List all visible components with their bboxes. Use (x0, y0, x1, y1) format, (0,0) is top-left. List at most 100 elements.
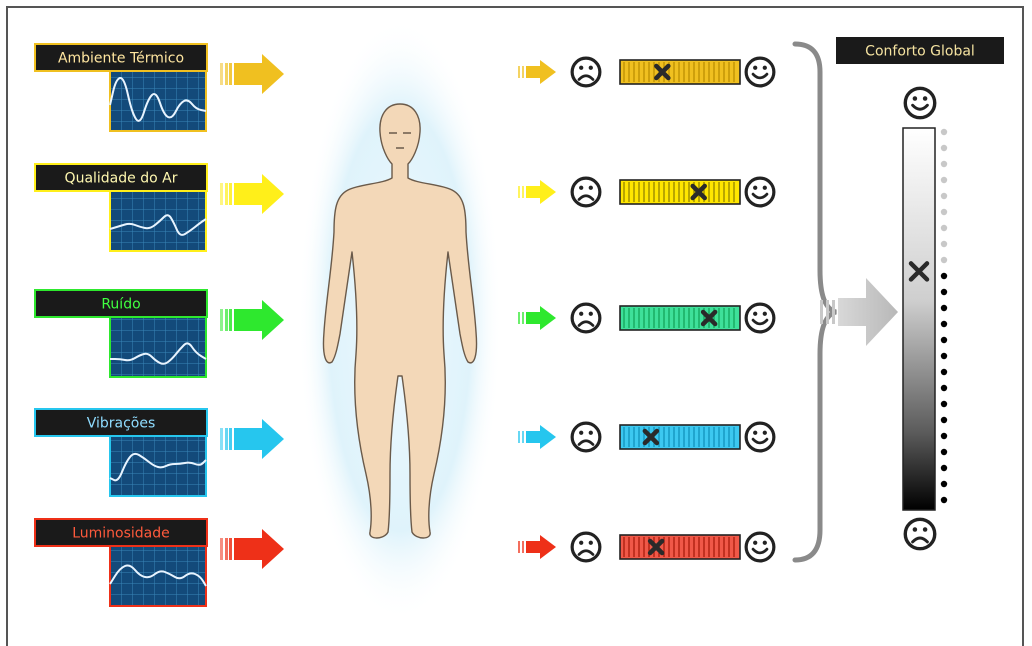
scale-dot (941, 481, 947, 487)
global-label: Conforto Global (865, 44, 975, 60)
output-arrow (518, 60, 556, 84)
scale-dot (941, 353, 947, 359)
scale-dot (941, 417, 947, 423)
arrow-head (526, 180, 556, 204)
arrow-stripe (220, 183, 223, 205)
arrow-stripe (229, 428, 232, 450)
arrow-stripe (522, 186, 524, 198)
scale-dot (941, 129, 947, 135)
output-arrow (518, 180, 556, 204)
scale-dot (941, 225, 947, 231)
arrow-stripe (220, 309, 223, 331)
scale-dot (941, 289, 947, 295)
arrow-stripe (220, 538, 223, 560)
happy-face-icon (746, 533, 774, 561)
arrow-stripe (522, 431, 524, 443)
arrow-stripe (518, 431, 520, 443)
input-arrow (220, 300, 284, 340)
output-arrow (518, 425, 556, 449)
happy-face-icon (746, 58, 774, 86)
arrow-stripe (220, 63, 223, 85)
output-arrow (518, 306, 556, 330)
scale-dot (941, 273, 947, 279)
arrow-stripe (225, 183, 228, 205)
arrow-head (234, 529, 284, 569)
arrow-stripe (820, 300, 823, 324)
scale-dot (941, 321, 947, 327)
scale-dot (941, 401, 947, 407)
scale-dot (941, 193, 947, 199)
global-arrow (838, 278, 898, 346)
scale-dot (941, 337, 947, 343)
arrow-stripe (832, 300, 835, 324)
waveform-scope (110, 71, 206, 131)
scale-dot (941, 177, 947, 183)
scale-dot (941, 465, 947, 471)
scale-dot (941, 257, 947, 263)
arrow-stripe (225, 538, 228, 560)
input-arrow (220, 174, 284, 214)
sad-face-icon (572, 304, 600, 332)
sad-face-icon (905, 519, 934, 548)
waveform-scope (110, 191, 206, 251)
arrow-stripe (229, 538, 232, 560)
arrow-stripe (518, 541, 520, 553)
arrow-head (234, 174, 284, 214)
rating-bar (620, 425, 740, 449)
happy-face-icon (746, 304, 774, 332)
arrow-stripe (518, 312, 520, 324)
arrow-stripe (522, 312, 524, 324)
input-arrow (220, 419, 284, 459)
arrow-head (526, 535, 556, 559)
factor-label: Luminosidade (72, 526, 170, 542)
scale-dot (941, 369, 947, 375)
sad-face-icon (572, 178, 600, 206)
arrow-stripe (229, 183, 232, 205)
arrow-stripe (229, 63, 232, 85)
scale-dot (941, 449, 947, 455)
arrow-stripe (518, 66, 520, 78)
sad-face-icon (572, 58, 600, 86)
factor-label: Qualidade do Ar (65, 171, 178, 187)
scale-dot (941, 385, 947, 391)
comfort-diagram: Ambiente TérmicoQualidade do ArRuídoVibr… (0, 0, 1032, 625)
scale-dot (941, 145, 947, 151)
global-scale-dots (941, 129, 947, 503)
arrow-stripe (229, 309, 232, 331)
arrow-stripe (522, 541, 524, 553)
arrow-stripe (522, 66, 524, 78)
happy-face-icon (746, 423, 774, 451)
scale-dot (941, 241, 947, 247)
scale-dot (941, 433, 947, 439)
sad-face-icon (572, 423, 600, 451)
rating-bar (620, 60, 740, 84)
scale-dot (941, 305, 947, 311)
arrow-stripe (518, 186, 520, 198)
arrow-stripe (225, 63, 228, 85)
output-arrow (518, 535, 556, 559)
input-arrow (220, 54, 284, 94)
arrow-stripe (225, 309, 228, 331)
arrow-stripe (826, 300, 829, 324)
global-scale-bar (903, 128, 935, 510)
curly-brace (795, 44, 836, 560)
sad-face-icon (572, 533, 600, 561)
rating-bar (620, 306, 740, 330)
waveform-scope (110, 546, 206, 606)
scale-dot (941, 497, 947, 503)
rating-bar (620, 180, 740, 204)
factor-label: Vibrações (87, 416, 156, 432)
rating-bar (620, 535, 740, 559)
arrow-stripe (225, 428, 228, 450)
arrow-head (234, 300, 284, 340)
factor-label: Ambiente Térmico (58, 51, 184, 67)
happy-face-icon (746, 178, 774, 206)
arrow-head (234, 54, 284, 94)
arrow-head (526, 60, 556, 84)
arrow-head (526, 425, 556, 449)
arrow-stripe (220, 428, 223, 450)
scale-dot (941, 209, 947, 215)
diagram-canvas: Ambiente TérmicoQualidade do ArRuídoVibr… (0, 0, 1032, 625)
arrow-head (526, 306, 556, 330)
arrow-head (234, 419, 284, 459)
